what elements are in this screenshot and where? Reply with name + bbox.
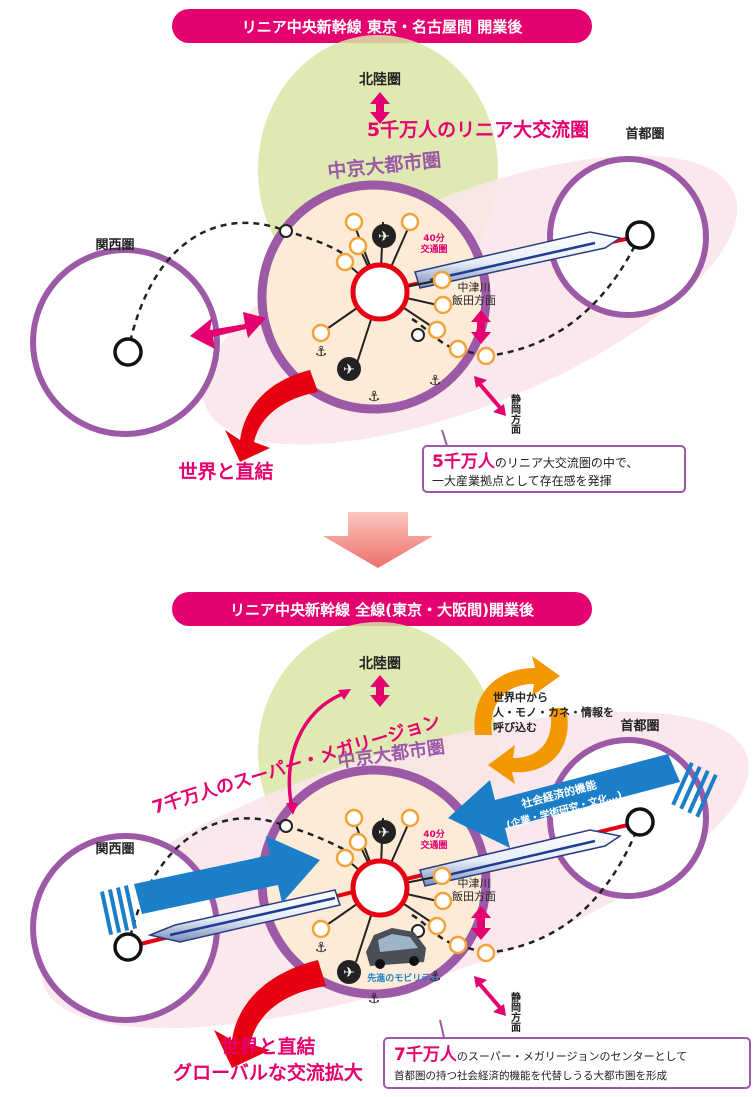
bottom-hub-nodes bbox=[311, 808, 496, 963]
top-world-label: 世界と直結 bbox=[178, 460, 273, 483]
bottom-function-arrow-west bbox=[100, 836, 320, 936]
bottom-callout-big: 7千万人 bbox=[394, 1045, 458, 1065]
top-anchor-icon-2: ⚓ bbox=[368, 389, 381, 405]
top-anchor-icon: ⚓ bbox=[315, 344, 328, 360]
bottom-header-text: リニア中央新幹線 全線(東京・大阪間)開業後 bbox=[230, 601, 535, 619]
top-callout-big: 5千万人 bbox=[432, 452, 496, 472]
bottom-maglev-train-east bbox=[419, 829, 622, 887]
top-airplane-icon-2: ✈ bbox=[337, 357, 361, 381]
top-iida-arrow bbox=[471, 310, 491, 344]
bottom-iida-label: 飯田方面 bbox=[452, 889, 496, 903]
top-small-node-south bbox=[411, 328, 425, 342]
bottom-shuto-label: 首都圏 bbox=[620, 718, 659, 734]
bottom-header-pill: リニア中央新幹線 全線(東京・大阪間)開業後 bbox=[172, 592, 592, 626]
transition-down-arrow bbox=[323, 512, 433, 568]
bottom-hokuriku-label: 北陸圏 bbox=[359, 655, 401, 672]
bottom-anchor-icon-3: ⚓ bbox=[429, 969, 442, 985]
top-hub-center bbox=[350, 262, 410, 322]
bottom-mobility-car-icon bbox=[366, 928, 426, 969]
svg-text:✈: ✈ bbox=[343, 965, 355, 981]
top-40min-label: 40分 bbox=[423, 232, 445, 244]
top-exchange-label: 5千万人のリニア大交流圏 bbox=[367, 118, 589, 141]
bottom-airplane-icon-2: ✈ bbox=[337, 960, 361, 984]
top-callout: 5千万人のリニア大交流圏の中で、 一大産業拠点として存在感を発揮 bbox=[422, 429, 686, 493]
bottom-world-label-1: 世界と直結 bbox=[220, 1035, 315, 1058]
top-shuto-label: 首都圏 bbox=[625, 126, 664, 142]
bottom-callout: 7千万人のスーパー・メガリージョンのセンターとして 首都圏の持つ社会経済的機能を… bbox=[383, 1019, 751, 1089]
top-small-node-west bbox=[279, 224, 293, 238]
bottom-shuto-hub bbox=[625, 807, 655, 837]
bottom-small-node-west bbox=[279, 819, 293, 833]
bottom-mobility-label: 先進のモビリティ bbox=[367, 972, 438, 984]
svg-text:✈: ✈ bbox=[343, 362, 355, 378]
bottom-hokuriku-arrow bbox=[370, 675, 390, 707]
top-iida-label: 飯田方面 bbox=[452, 293, 496, 307]
bottom-dashed-route-west bbox=[126, 817, 346, 948]
top-hokuriku-arrow bbox=[370, 92, 390, 124]
top-nakatsugawa-label: 中津川 bbox=[458, 281, 491, 294]
top-callout-line2: 一大産業拠点として存在感を発揮 bbox=[432, 473, 612, 488]
bottom-shizuoka-arrow bbox=[474, 976, 506, 1016]
bottom-worldwide-line3: 呼び込む bbox=[493, 720, 537, 734]
top-chukyo-ring bbox=[257, 180, 491, 414]
bottom-callout-rest: のスーパー・メガリージョンのセンターとして bbox=[457, 1050, 687, 1063]
top-anchor-icon-3: ⚓ bbox=[429, 373, 442, 389]
svg-text:5千万人のリニア大交流圏の中で、: 5千万人のリニア大交流圏の中で、 bbox=[432, 452, 638, 472]
bottom-orange-cycle-icon bbox=[474, 656, 568, 784]
bottom-anchor-icon: ⚓ bbox=[315, 940, 328, 956]
svg-text:7千万人のスーパー・メガリージョンのセンターとして: 7千万人のスーパー・メガリージョンのセンターとして bbox=[394, 1045, 687, 1065]
top-airplane-icon: ✈ bbox=[372, 224, 396, 248]
top-world-arrow bbox=[225, 370, 318, 462]
top-section: リニア中央新幹線 東京・名古屋間 開業後 bbox=[30, 9, 738, 493]
top-callout-rest: のリニア大交流圏の中で、 bbox=[495, 455, 639, 470]
svg-text:✈: ✈ bbox=[378, 825, 390, 841]
bottom-megaregion-curve-arrow bbox=[286, 689, 351, 815]
bottom-iida-arrow bbox=[471, 906, 491, 940]
bottom-section: リニア中央新幹線 全線(東京・大阪間)開業後 bbox=[30, 592, 751, 1089]
bottom-kansai-label: 関西圏 bbox=[95, 842, 134, 857]
top-header-pill: リニア中央新幹線 東京・名古屋間 開業後 bbox=[172, 9, 592, 43]
bottom-world-label-2: グローバルな交流拡大 bbox=[173, 1061, 363, 1084]
bottom-dashed-route-east bbox=[485, 821, 642, 955]
top-40min-sub-label: 交通圏 bbox=[420, 243, 447, 255]
top-dashed-route-west bbox=[126, 221, 346, 353]
bottom-worldwide-line1: 世界中から bbox=[493, 690, 548, 704]
bottom-shizuoka-label: 静岡方面 bbox=[509, 991, 521, 1033]
bottom-callout-line2: 首都圏の持つ社会経済的機能を代替しうる大都市圏を形成 bbox=[394, 1069, 667, 1082]
top-shizuoka-label: 静岡方面 bbox=[509, 393, 521, 435]
top-maglev-train bbox=[414, 231, 622, 289]
top-header-text: リニア中央新幹線 東京・名古屋間 開業後 bbox=[242, 18, 523, 36]
top-kansai-label: 関西圏 bbox=[95, 238, 134, 253]
top-dashed-route-east bbox=[485, 234, 642, 358]
bottom-world-arrow bbox=[214, 960, 326, 1068]
top-shuto-hub bbox=[625, 220, 655, 250]
bottom-airplane-icon: ✈ bbox=[372, 820, 396, 844]
top-hokuriku-label: 北陸圏 bbox=[359, 71, 401, 88]
bottom-40min-sub-label: 交通圏 bbox=[420, 839, 447, 851]
top-hub-nodes bbox=[311, 212, 496, 366]
bottom-worldwide-line2: 人・モノ・カネ・情報を bbox=[493, 705, 614, 719]
bottom-40min-label: 40分 bbox=[423, 828, 445, 840]
top-shizuoka-arrow bbox=[474, 376, 506, 416]
bottom-maglev-train-west bbox=[147, 889, 341, 943]
bottom-nakatsugawa-label: 中津川 bbox=[458, 877, 491, 890]
bottom-kansai-hub bbox=[113, 932, 143, 962]
svg-text:✈: ✈ bbox=[378, 229, 390, 245]
bottom-hub-center bbox=[350, 858, 410, 918]
top-kansai-hub bbox=[113, 337, 143, 367]
top-kansai-arrow bbox=[190, 312, 266, 349]
bottom-anchor-icon-2: ⚓ bbox=[368, 991, 381, 1007]
